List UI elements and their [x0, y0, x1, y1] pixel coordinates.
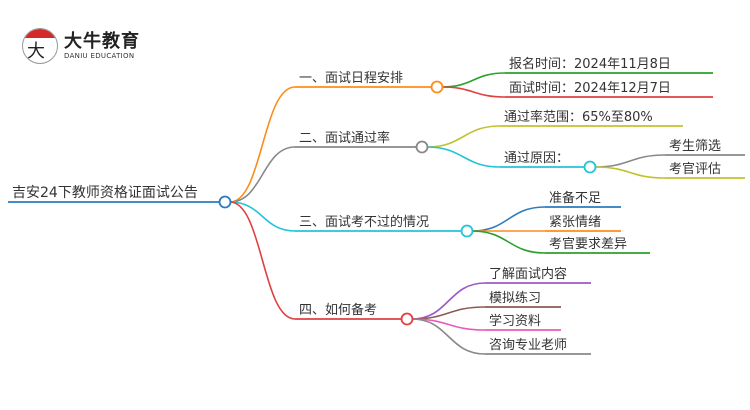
grandchild-2-label: 考官评估: [669, 161, 721, 177]
branch-4-child-1-edge: [411, 282, 486, 320]
branch-3-edge: [229, 201, 296, 232]
branch-3-node-circle: [460, 224, 474, 238]
grandchild-1-label: 考生筛选: [669, 139, 721, 154]
branch-4-child-2-label: 模拟练习: [489, 291, 541, 306]
branch-1-child-2-label: 面试时间：2024年12月7日: [509, 81, 671, 96]
branch-2-child-2-node-circle: [583, 160, 597, 174]
branch-2-child-1-label: 通过率范围：65%至80%: [504, 109, 653, 125]
branch-3-child-2-label: 紧张情绪: [549, 215, 601, 230]
branch-1-child-2-edge: [441, 86, 506, 98]
branch-4-child-4-edge: [411, 318, 486, 355]
branch-2-edge: [229, 146, 296, 203]
branch-3-child-1-edge: [471, 206, 546, 232]
branch-3-label: 三、面试考不过的情况: [299, 214, 429, 230]
branch-2-node-circle: [415, 140, 429, 154]
root-node-circle: [218, 195, 232, 209]
branch-4-child-1-label: 了解面试内容: [489, 266, 567, 282]
grandchild-1-edge: [594, 154, 666, 168]
logo-subtitle: DANIU EDUCATION: [64, 52, 135, 60]
branch-4-edge: [229, 201, 296, 320]
branch-4-label: 四、如何备考: [299, 302, 377, 318]
branch-3-child-3-label: 考官要求差异: [549, 236, 627, 252]
grandchild-2-edge: [594, 166, 666, 179]
branch-3-child-3-edge: [471, 230, 546, 254]
logo-icon: 大: [22, 28, 58, 64]
branch-1-node-circle: [430, 80, 444, 94]
logo-title: 大牛教育: [64, 31, 140, 52]
branch-2-child-2-edge: [426, 146, 501, 168]
root-node-label: 吉安24下教师资格证面试公告: [12, 185, 198, 201]
branch-4-child-4-label: 咨询专业老师: [489, 338, 567, 353]
branch-1-edge: [229, 86, 296, 203]
branch-4-node-circle: [400, 312, 414, 326]
branch-3-child-1-label: 准备不足: [549, 190, 601, 206]
branch-1-label: 一、面试日程安排: [299, 71, 403, 86]
branch-1-child-1-label: 报名时间：2024年11月8日: [509, 56, 671, 72]
branch-4-child-3-label: 学习资料: [489, 313, 541, 329]
logo: 大 大牛教育 DANIU EDUCATION: [22, 28, 140, 64]
branch-2-child-1-edge: [426, 125, 501, 148]
branch-2-label: 二、面试通过率: [299, 130, 390, 146]
branch-2-child-2-label: 通过原因：: [504, 151, 569, 166]
branch-1-child-1-edge: [441, 72, 506, 88]
